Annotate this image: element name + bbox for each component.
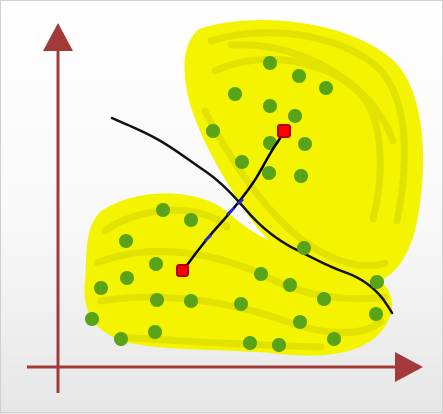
data-points-upper: [206, 56, 333, 255]
data-point: [319, 81, 333, 95]
centroid-upper: [277, 124, 291, 138]
connector-midpoint-marks: [203, 197, 245, 243]
centroid-connector: [181, 128, 286, 273]
data-point: [327, 332, 341, 346]
midpoint-mark: [225, 206, 236, 217]
data-point: [150, 293, 164, 307]
data-point: [297, 241, 311, 255]
cluster-regions: [84, 20, 423, 356]
data-point: [272, 338, 286, 352]
data-point: [254, 267, 268, 281]
data-points-lower: [85, 203, 384, 352]
midpoint-mark: [236, 197, 245, 206]
data-point: [114, 332, 128, 346]
midpoint-mark: [203, 233, 213, 243]
data-point: [184, 213, 198, 227]
data-point: [292, 69, 306, 83]
data-point: [283, 278, 297, 292]
data-point: [228, 87, 242, 101]
cluster-region-upper: [184, 20, 423, 286]
data-point: [85, 312, 99, 326]
data-point: [369, 307, 383, 321]
cluster-region-lower: [84, 193, 393, 356]
data-point: [206, 124, 220, 138]
data-point: [317, 292, 331, 306]
data-point: [94, 281, 108, 295]
data-point: [149, 257, 163, 271]
centroids: [176, 124, 291, 277]
data-point: [243, 336, 257, 350]
data-point: [120, 271, 134, 285]
data-point: [263, 56, 277, 70]
axes: [27, 23, 423, 393]
centroid-lower: [176, 264, 189, 277]
data-point: [293, 315, 307, 329]
data-point: [263, 99, 277, 113]
scribble-upper: [201, 29, 408, 270]
data-point: [288, 109, 302, 123]
data-point: [262, 166, 276, 180]
x-axis-arrow-icon: [395, 352, 423, 382]
data-point: [184, 294, 198, 308]
data-point: [370, 275, 384, 289]
data-point: [298, 137, 312, 151]
data-point: [119, 234, 133, 248]
data-point: [235, 155, 249, 169]
data-point: [148, 325, 162, 339]
decision-boundary: [110, 116, 394, 315]
data-point: [294, 169, 308, 183]
data-point: [234, 297, 248, 311]
y-axis-arrow-icon: [43, 23, 73, 51]
data-point: [156, 203, 170, 217]
